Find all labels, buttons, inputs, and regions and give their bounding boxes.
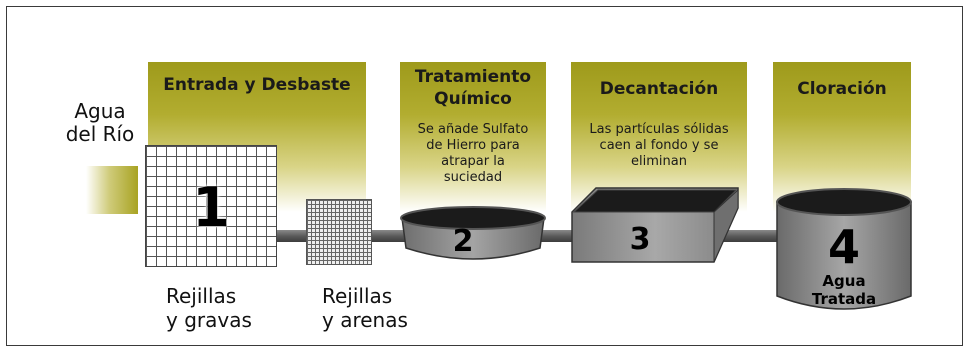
treated-water-label: Agua Tratada bbox=[784, 272, 904, 308]
river-label-line1: Agua bbox=[74, 99, 126, 123]
stage-2-desc-line2: de Hierro para bbox=[426, 138, 520, 153]
river-inflow bbox=[86, 166, 138, 214]
stage-3-header: Decantación Las partículas sólidas caen … bbox=[571, 62, 747, 212]
chemical-tank bbox=[400, 206, 546, 260]
step-4-number: 4 bbox=[827, 220, 860, 274]
sand-screen-line2: y arenas bbox=[322, 308, 408, 332]
stage-2-desc-line3: atrapar la bbox=[441, 154, 505, 169]
river-label: Agua del Río bbox=[56, 100, 144, 146]
step-1-number: 1 bbox=[192, 176, 230, 239]
stage-2-desc-line4: suciedad bbox=[443, 170, 503, 185]
stage-3-title: Decantación bbox=[599, 79, 719, 99]
gravel-screen-line1: Rejillas bbox=[166, 284, 237, 308]
chlorination-tank bbox=[776, 188, 912, 310]
river-label-line2: del Río bbox=[65, 122, 135, 146]
stage-1-title: Entrada y Desbaste bbox=[163, 75, 351, 95]
gravel-screen-line2: y gravas bbox=[166, 308, 252, 332]
stage-2-title-line1: Tratamiento bbox=[414, 67, 532, 87]
stage-2-header: Tratamiento Químico Se añade Sulfato de … bbox=[400, 62, 546, 212]
stage-2-desc-line1: Se añade Sulfato bbox=[417, 122, 529, 137]
treated-water-line2: Tratada bbox=[811, 290, 877, 308]
sand-screen-line1: Rejillas bbox=[322, 284, 393, 308]
stage-4-header: Cloración bbox=[773, 62, 911, 212]
step-2-number: 2 bbox=[452, 224, 474, 259]
stage-4-title: Cloración bbox=[797, 79, 887, 99]
treated-water-line1: Agua bbox=[822, 272, 866, 290]
stage-3-desc-line1: Las partículas sólidas bbox=[589, 122, 729, 137]
coarse-screen: 1 bbox=[145, 145, 277, 267]
stage-3-desc-line3: eliminan bbox=[631, 154, 687, 169]
step-3-number: 3 bbox=[629, 222, 651, 257]
stage-2-title-line2: Químico bbox=[434, 89, 512, 109]
stage-3-desc-line2: caen al fondo y se bbox=[599, 138, 719, 153]
sand-screen-label: Rejillas y arenas bbox=[322, 284, 408, 332]
fine-screen bbox=[306, 199, 372, 265]
gravel-screen-label: Rejillas y gravas bbox=[166, 284, 252, 332]
settling-tank bbox=[571, 187, 739, 263]
